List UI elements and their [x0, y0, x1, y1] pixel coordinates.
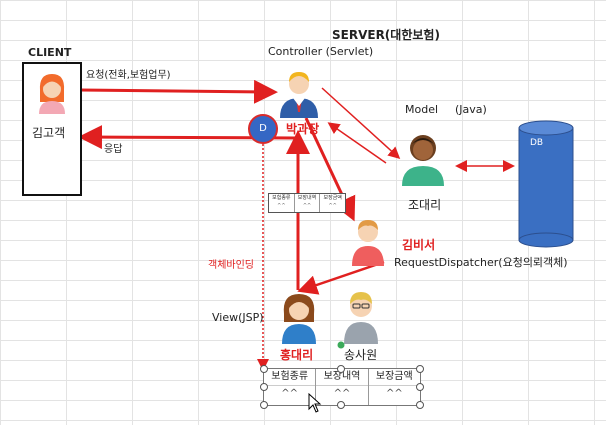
controller-title: Controller (Servlet): [268, 45, 374, 58]
mouse-cursor-icon: [308, 393, 322, 413]
request-arrow: [79, 79, 278, 104]
resize-handle[interactable]: [337, 365, 345, 373]
client-person-icon: [39, 74, 65, 114]
model-name: 조대리: [408, 198, 442, 212]
db-cylinder-icon: [518, 120, 574, 248]
result-table-header: 보장금액: [368, 369, 420, 386]
request-label: 요청(전화,보험업무): [86, 70, 171, 81]
resize-handle[interactable]: [416, 365, 424, 373]
view-title: View(JSP): [212, 311, 264, 324]
small-table-header: 보험종류: [272, 195, 291, 201]
dispatcher-label: RequestDispatcher(요청의뢰객체): [394, 256, 568, 269]
client-name: 김고객: [32, 126, 66, 140]
small-table-header: 보장내역: [297, 195, 317, 201]
result-table-header: 보험종류: [264, 369, 316, 386]
small-table-value: ^^: [277, 203, 286, 209]
controller-name: 박과장: [286, 122, 320, 136]
model-to-controller-arrow: [327, 122, 387, 164]
resize-handle[interactable]: [337, 401, 345, 409]
small-table-header: 보장금액: [323, 195, 342, 201]
d-badge: D: [248, 114, 278, 144]
client-box: 김고객: [22, 62, 82, 196]
view-name1: 홍대리: [280, 348, 314, 362]
client-header: CLIENT: [28, 46, 72, 59]
result-table-value: ^^: [333, 388, 351, 399]
resize-handle[interactable]: [260, 401, 268, 409]
model-lang: (Java): [455, 103, 487, 116]
dispatcher-to-view-arrow: [297, 260, 385, 295]
dispatcher-name: 김비서: [402, 238, 436, 252]
result-table-value: ^^: [281, 388, 299, 399]
result-table[interactable]: 보험종류 ^^ 보장내역 ^^ 보장금액 ^^: [263, 368, 421, 406]
resize-handle[interactable]: [416, 401, 424, 409]
model-person-icon: [402, 135, 444, 186]
response-label: 응답: [104, 144, 123, 155]
view-name2: 송사원: [344, 348, 378, 362]
result-table-header: 보장내역: [316, 369, 368, 386]
small-table-value: ^^: [328, 203, 337, 209]
small-table-value: ^^: [302, 203, 312, 209]
result-table-value: ^^: [385, 388, 403, 399]
resize-handle[interactable]: [260, 383, 268, 391]
db-label: DB: [530, 138, 544, 148]
model-title: Model: [405, 103, 439, 116]
status-dot-icon: [337, 341, 345, 349]
small-data-table: 보험종류 ^^ 보장내역 ^^ 보장금액 ^^: [268, 193, 346, 213]
view-person2-icon: [344, 292, 378, 344]
resize-handle[interactable]: [260, 365, 268, 373]
dispatcher-person-icon: [352, 220, 384, 266]
resize-handle[interactable]: [416, 383, 424, 391]
binding-label: 객체바인딩: [208, 260, 254, 271]
view-person1-icon: [282, 294, 316, 344]
server-title: SERVER(대한보험): [332, 28, 440, 42]
controller-to-model-arrow: [321, 87, 401, 160]
controller-person-icon: [280, 72, 318, 118]
